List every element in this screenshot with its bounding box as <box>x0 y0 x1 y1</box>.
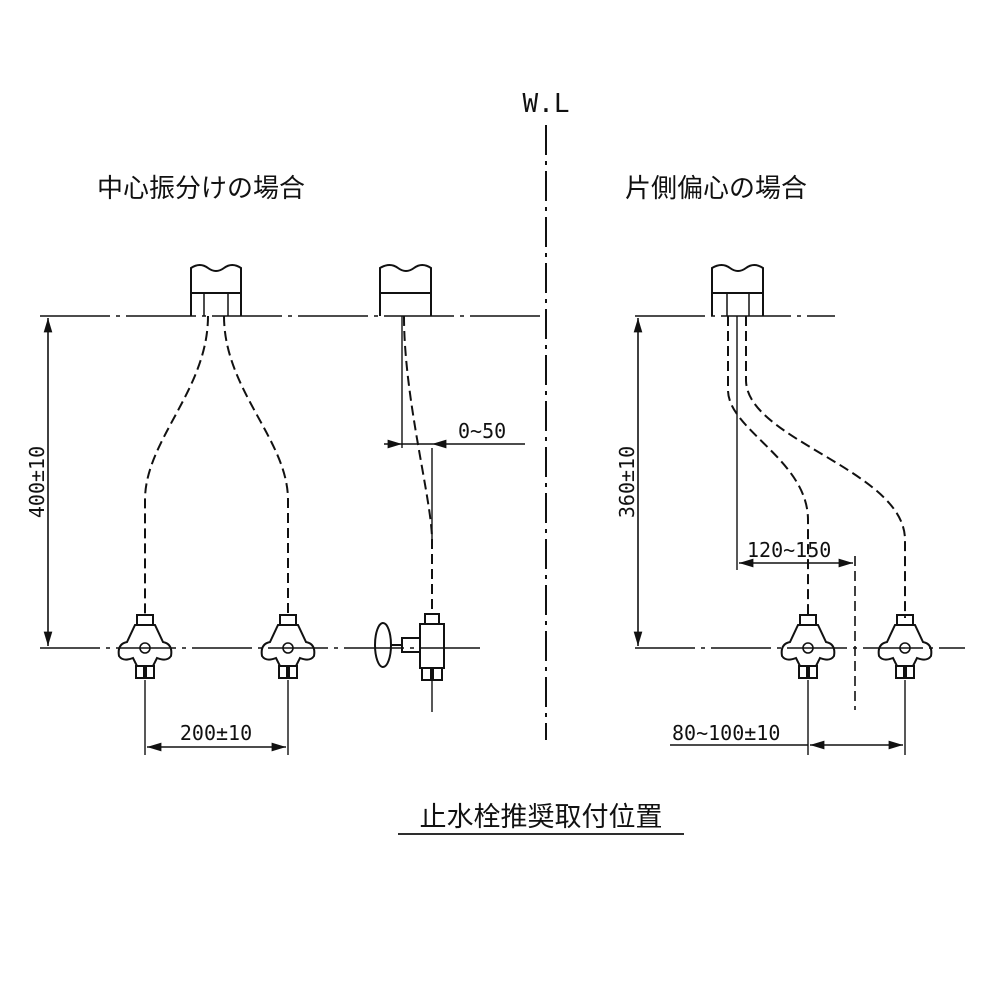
hose-left-2 <box>223 315 289 618</box>
left-section-title: 中心振分けの場合 <box>97 174 305 204</box>
stop-valve-left-1 <box>117 614 173 679</box>
diagram-caption: 止水栓推奨取付位置 <box>420 802 663 833</box>
dim-left-height: 400±10 <box>25 446 49 518</box>
dim-right-offset: 120~150 <box>747 538 831 562</box>
water-line-label: W.L <box>523 89 570 119</box>
hose-side <box>403 315 433 615</box>
right-section-title: 片側偏心の場合 <box>625 174 807 204</box>
hose-right-2 <box>745 316 906 618</box>
stop-valve-left-2 <box>260 614 316 679</box>
dim-side-offset: 0~50 <box>458 419 506 443</box>
faucet-outlet-left <box>190 264 242 316</box>
stop-valve-side <box>374 613 445 681</box>
dim-right-spacing: 80~100±10 <box>672 721 780 745</box>
dim-left-spacing: 200±10 <box>180 721 252 745</box>
stop-valve-right-1 <box>780 614 836 679</box>
dim-right-height: 360±10 <box>615 446 639 518</box>
faucet-outlet-right <box>711 264 764 316</box>
faucet-outlet-side <box>379 264 432 316</box>
hose-right-1 <box>727 316 809 618</box>
stop-valve-right-2 <box>877 614 933 679</box>
hose-left-1 <box>144 315 209 618</box>
